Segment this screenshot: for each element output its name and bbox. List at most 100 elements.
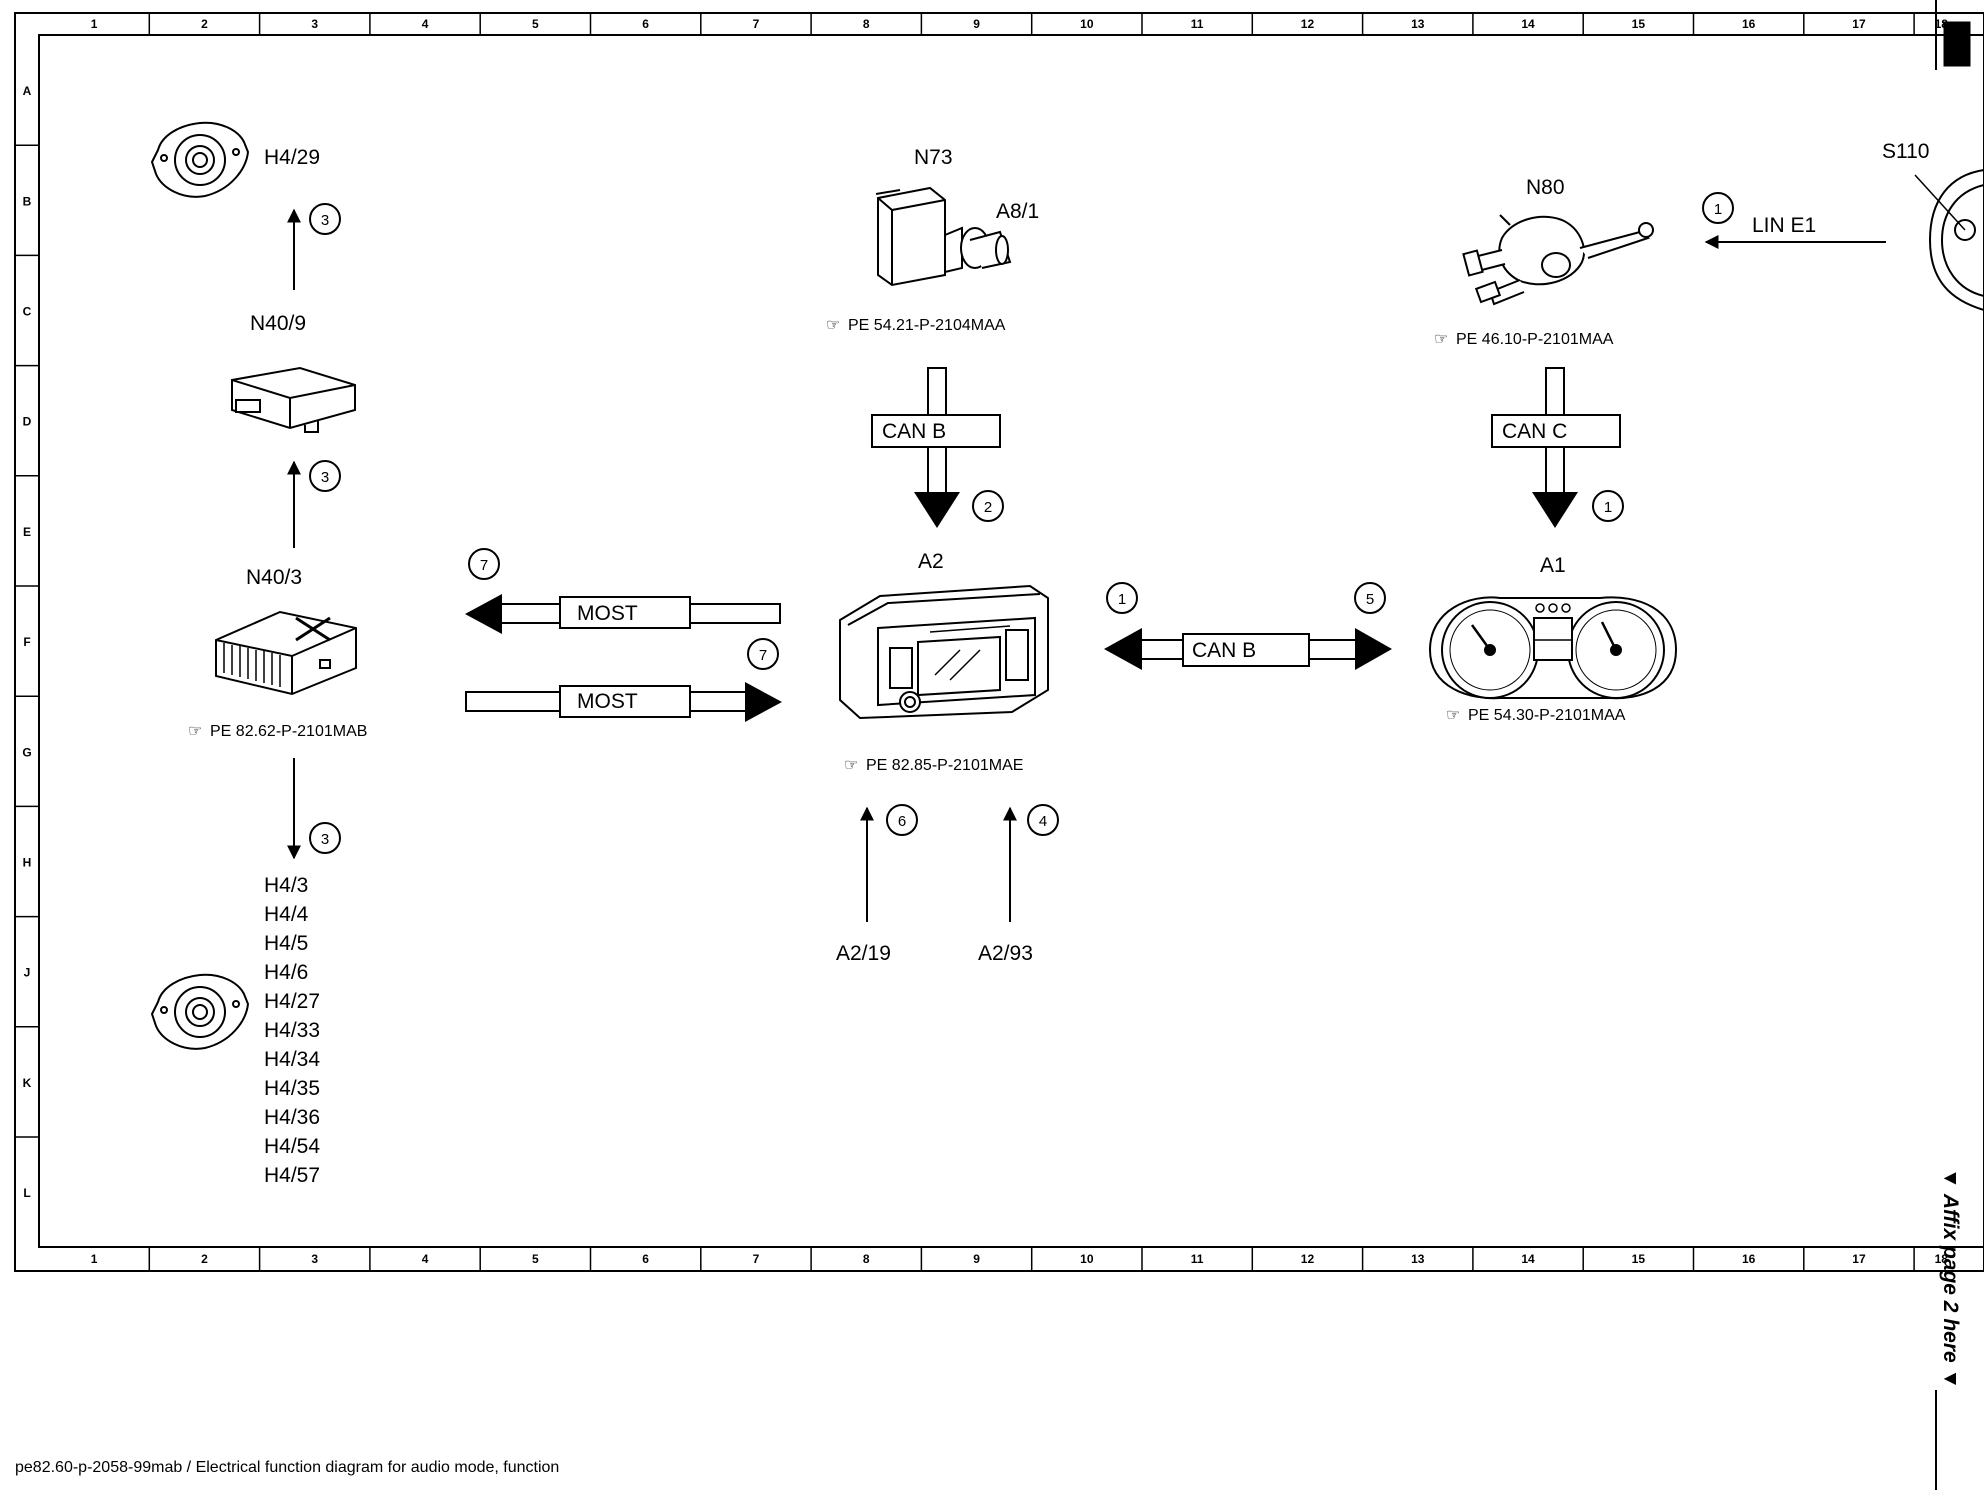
grid-column-label: 17 [1852, 17, 1866, 31]
reference-text: PE 46.10-P-2101MAA [1456, 331, 1614, 348]
marker-number: 7 [759, 647, 767, 664]
bus-label-lin: LIN E1 [1752, 214, 1816, 237]
grid-row-label: L [23, 1186, 30, 1200]
grid-row-label: D [23, 415, 32, 429]
speaker-list-item: H4/57 [264, 1164, 320, 1187]
grid-column-label: 4 [422, 17, 429, 31]
marker-number: 6 [898, 813, 906, 830]
speaker-list-item: H4/54 [264, 1135, 320, 1158]
grid-column-label: 3 [311, 17, 318, 31]
grid-column-label: 11 [1191, 17, 1204, 31]
grid-column-label: 2 [201, 1252, 208, 1266]
marker-circle: 7 [747, 638, 779, 670]
reference-text: PE 82.62-P-2101MAB [210, 723, 367, 740]
bus-can-b-vertical: CAN B [871, 367, 1001, 528]
grid-column-label: 4 [422, 1252, 429, 1266]
grid-row-label: G [22, 745, 31, 759]
speaker-list-item: H4/6 [264, 961, 308, 984]
speaker-list: H4/3H4/4H4/5H4/6H4/27H4/33H4/34H4/35H4/3… [264, 874, 320, 1187]
grid-column-label: 17 [1852, 1252, 1866, 1266]
reference-text: PE 82.85-P-2101MAE [866, 757, 1023, 774]
grid-column-label: 12 [1301, 1252, 1315, 1266]
label-a2-93: A2/93 [978, 942, 1033, 965]
label-n40-9: N40/9 [250, 312, 306, 335]
bus-label: MOST [577, 690, 638, 713]
grid-column-label: 5 [532, 1252, 539, 1266]
marker-circle: 3 [309, 822, 341, 854]
grid-column-label: 14 [1521, 17, 1535, 31]
amplifier-n40-3-icon [215, 610, 357, 696]
bus-most-in: MOST [465, 682, 782, 722]
grid-column-label: 8 [863, 17, 870, 31]
grid-row-label: K [23, 1076, 32, 1090]
label-a8-1: A8/1 [996, 200, 1039, 223]
speaker-list-item: H4/35 [264, 1077, 320, 1100]
bus-label: CAN C [1502, 420, 1567, 443]
ignition-switch-n73-icon [875, 186, 1012, 287]
marker-number: 3 [321, 831, 329, 848]
grid-column-label: 2 [201, 17, 208, 31]
speaker-h4-group-icon [150, 973, 250, 1050]
grid-row-label: C [23, 305, 32, 319]
speaker-list-item: H4/3 [264, 874, 308, 897]
reference-a1: ☞ PE 54.30-P-2101MAA [1446, 707, 1626, 724]
label-n40-3: N40/3 [246, 566, 302, 589]
grid-column-label: 7 [753, 17, 760, 31]
document-footer: pe82.60-p-2058-99mab / Electrical functi… [15, 1459, 559, 1476]
grid-column-label: 1 [91, 1252, 98, 1266]
grid-column-label: 8 [863, 1252, 870, 1266]
grid-column-label: 6 [642, 1252, 649, 1266]
bus-can-b-horizontal: CAN B [1104, 628, 1392, 670]
reference-n40-3: ☞ PE 82.62-P-2101MAB [188, 723, 367, 740]
marker-circle: 5 [1354, 582, 1386, 614]
grid-row-label: H [23, 856, 32, 870]
bus-label: MOST [577, 602, 638, 625]
grid-column-label: 6 [642, 17, 649, 31]
marker-circle: 2 [972, 490, 1004, 522]
marker-number: 3 [321, 469, 329, 486]
label-n73: N73 [914, 146, 953, 169]
grid-column-label: 15 [1632, 1252, 1646, 1266]
bus-most-out: MOST [465, 594, 781, 634]
grid-column-label: 10 [1080, 17, 1094, 31]
grid-column-label: 10 [1080, 1252, 1094, 1266]
hand-pointer-icon: ☞ [1434, 331, 1448, 348]
marker-circle: 6 [886, 804, 918, 836]
label-s110: S110 [1882, 140, 1930, 163]
marker-number: 2 [984, 499, 992, 516]
grid-ticks [15, 13, 1915, 1271]
reference-n80: ☞ PE 46.10-P-2101MAA [1434, 331, 1614, 348]
instrument-cluster-a1-icon [1428, 596, 1678, 700]
marker-circle: 3 [309, 203, 341, 235]
marker-number: 1 [1118, 591, 1126, 608]
marker-circle: 1 [1702, 192, 1734, 224]
reference-a2: ☞ PE 82.85-P-2101MAE [844, 757, 1023, 774]
grid-column-label: 14 [1521, 1252, 1535, 1266]
marker-circle: 1 [1592, 490, 1624, 522]
grid-column-label: 3 [311, 1252, 318, 1266]
speaker-list-item: H4/36 [264, 1106, 320, 1129]
grid-column-label: 18 [1935, 17, 1949, 31]
bus-label: CAN B [882, 420, 946, 443]
control-unit-n40-9-icon [231, 366, 356, 433]
bus-label: CAN B [1192, 639, 1256, 662]
grid-row-label: A [23, 84, 32, 98]
grid-column-label: 1 [91, 17, 98, 31]
marker-circle: 7 [468, 548, 500, 580]
grid-row-label: B [23, 194, 32, 208]
label-h4-29: H4/29 [264, 146, 320, 169]
marker-circle: 4 [1027, 804, 1059, 836]
grid-column-label: 13 [1411, 17, 1425, 31]
label-a2: A2 [918, 550, 944, 573]
hand-pointer-icon: ☞ [1446, 707, 1460, 724]
marker-circle: 3 [309, 460, 341, 492]
steering-column-module-n80-icon [1462, 214, 1654, 306]
drawing-frame [14, 0, 1984, 1490]
grid-column-label: 7 [753, 1252, 760, 1266]
marker-number: 1 [1714, 201, 1722, 218]
marker-number: 4 [1039, 813, 1047, 830]
speaker-list-item: H4/34 [264, 1048, 320, 1071]
grid-column-label: 15 [1632, 17, 1646, 31]
grid-column-label: 5 [532, 17, 539, 31]
